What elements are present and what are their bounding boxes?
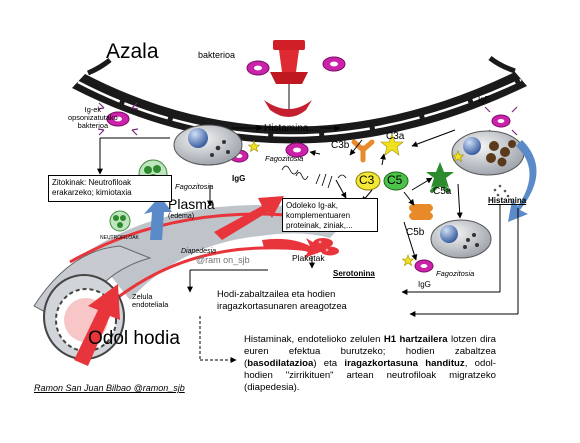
platelets-label: Plaketak [292,253,325,263]
edema-label: (edema) [168,213,195,220]
paragraph-part-4: , odol-hodien "zirrikituen" artean neutr… [244,358,496,393]
mast-cell-icon [430,219,492,259]
antibody-icon [97,102,518,136]
cytokines-box: Zitokinak: Neutrofiloak erakarzeko; kimi… [48,175,172,202]
phagocytosis-label-3: Fagozitosia [436,269,475,278]
mast-cell-icon [173,124,243,166]
mast-cell-icon [451,130,525,176]
histamine-label-right: Histamina [488,196,527,205]
star-icon [247,133,465,267]
paragraph-part-2: lotzen dira euren efektua burutzeko; hod… [244,334,497,369]
plasma-label: Plasma [168,196,215,212]
push-pin-icon [270,40,308,110]
c3-label: C3 [359,173,375,187]
serotonin-label: Serotonina [333,269,375,278]
bacteria-label: bakterioa [198,50,236,60]
c3b-label: C3b [331,140,350,151]
histamine-granules [493,184,510,198]
skin-layer [72,56,527,144]
skin-title: Azala [106,40,159,63]
c5b-fragment [409,204,433,220]
explanation-paragraph: Histaminak, endotelioko zelulen H1 hartz… [244,334,496,394]
opsonized-bacteria-label: Ig-ek opsonizatutako bakterioa [68,105,118,131]
igg-label-1: IgG [232,174,246,183]
blood-flow-arrow [74,284,120,366]
plasma-outflow-arrow [214,196,284,240]
plasma-proteins-box: Odoleko Ig-ak, komplementuaren proteinak… [282,198,378,232]
histamine-release-arrow [508,140,537,222]
complement-y-icon [351,139,375,163]
wound [264,100,312,117]
c3-molecule [355,171,381,191]
paragraph-permeability: iragazkortasuna handituz [344,358,465,369]
igg-label-2: IgG [418,280,431,289]
c5-label: C5 [387,173,403,187]
c5b-label: C5b [406,227,425,238]
neutrophil-icon [109,210,131,232]
histamine-label-top: Histamina,... [264,123,320,134]
neutrophils-label: NEUTROFILOAK [100,235,139,241]
phagocytosis-label-1: Fagozitosia [265,154,304,163]
watermark: @ram on_sjb [196,255,250,265]
author-credit: Ramon San Juan Bilbao @ramon_sjb [34,383,185,393]
c5a-label: C5a [433,186,452,197]
c3a-label: C3a [386,131,405,142]
immunoglobulin-chains [281,165,347,189]
c5a-star [426,162,454,188]
blood-vessel-title: Odol hodia [88,328,180,349]
phagocytosis-label-2: Fagozitosia [175,182,214,191]
paragraph-part-3: ) eta [313,358,345,369]
vasodilation-box: Hodi-zabaltzailea eta hodien iragazkorta… [217,288,347,311]
plasma-blue-arrow [144,196,172,240]
endothelial-cell-label: Zelula endoteliala [132,292,169,310]
paragraph-h1-receptor: H1 hartzailera [383,334,448,345]
platelet-arrow [262,238,326,258]
paragraph-vasodilation: basodilatazioa [247,358,314,369]
diapedesis-label: Diapedesia [181,248,217,255]
ige-label: IgE [478,95,491,104]
paragraph-part-1: Histaminak, endotelioko zelulen [244,334,384,345]
c5-molecule [383,171,409,191]
